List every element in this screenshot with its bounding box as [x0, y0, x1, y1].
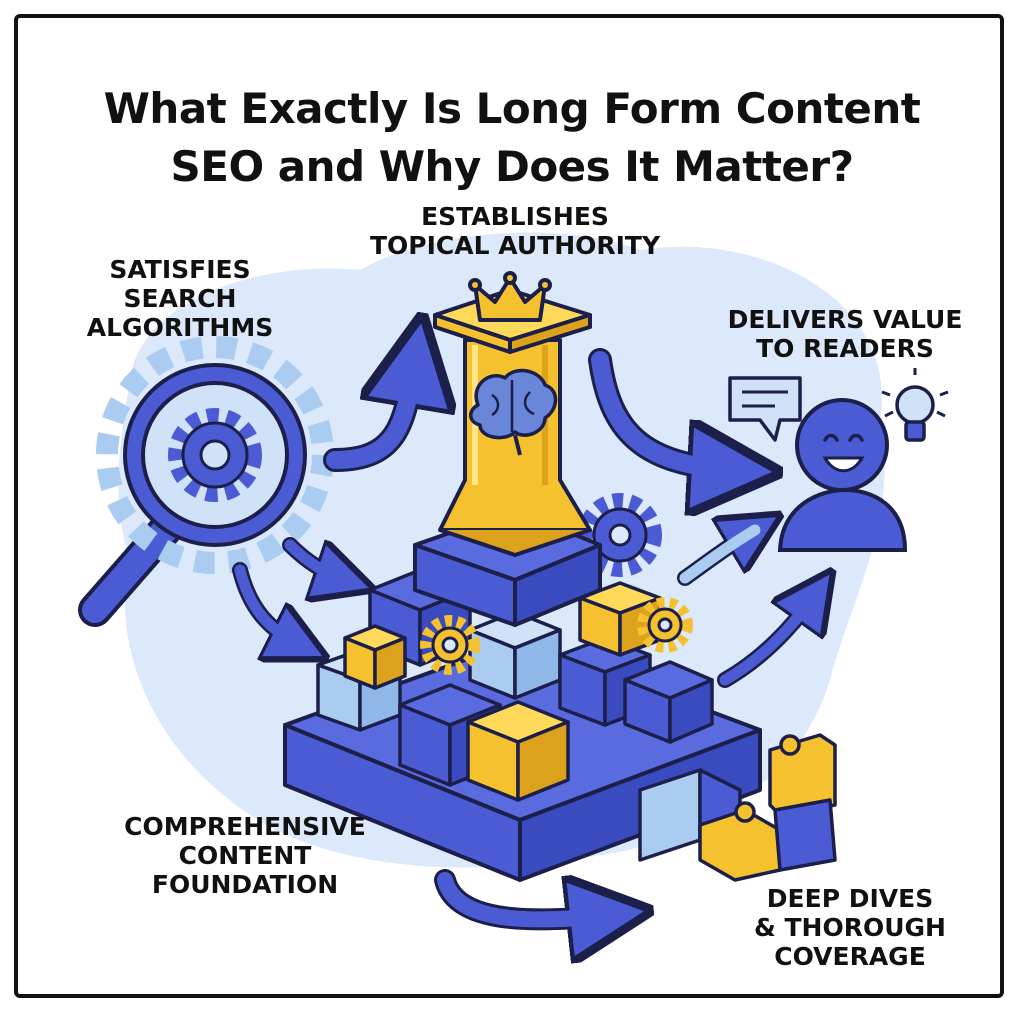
flow-arrows: [232, 360, 815, 919]
content-blocks: [316, 568, 714, 802]
lightbulb-icon: [881, 368, 949, 442]
label-topical-authority: ESTABLISHES TOPICAL AUTHORITY: [370, 202, 661, 260]
speech-bubble-icon: [728, 376, 802, 442]
label-search-algorithms: SATISFIES SEARCH ALGORITHMS: [86, 255, 274, 342]
puzzle-piece-icon: [638, 733, 837, 882]
happy-reader-icon: [777, 398, 908, 552]
pillar-crown-brain-icon: [413, 271, 602, 627]
label-value-to-readers: DELIVERS VALUE TO READERS: [727, 305, 963, 363]
title-line-1: What Exactly Is Long Form Content: [103, 84, 921, 134]
label-deep-dives: DEEP DIVES & THOROUGH COVERAGE: [754, 884, 946, 971]
magnifying-glass-gear-icon: [78, 336, 334, 627]
title-line-2: SEO and Why Does It Matter?: [170, 142, 854, 192]
gear-icon: [420, 493, 693, 675]
page-title: What Exactly Is Long Form Content SEO an…: [0, 80, 1024, 196]
label-content-foundation: COMPREHENSIVE CONTENT FOUNDATION: [124, 812, 366, 899]
